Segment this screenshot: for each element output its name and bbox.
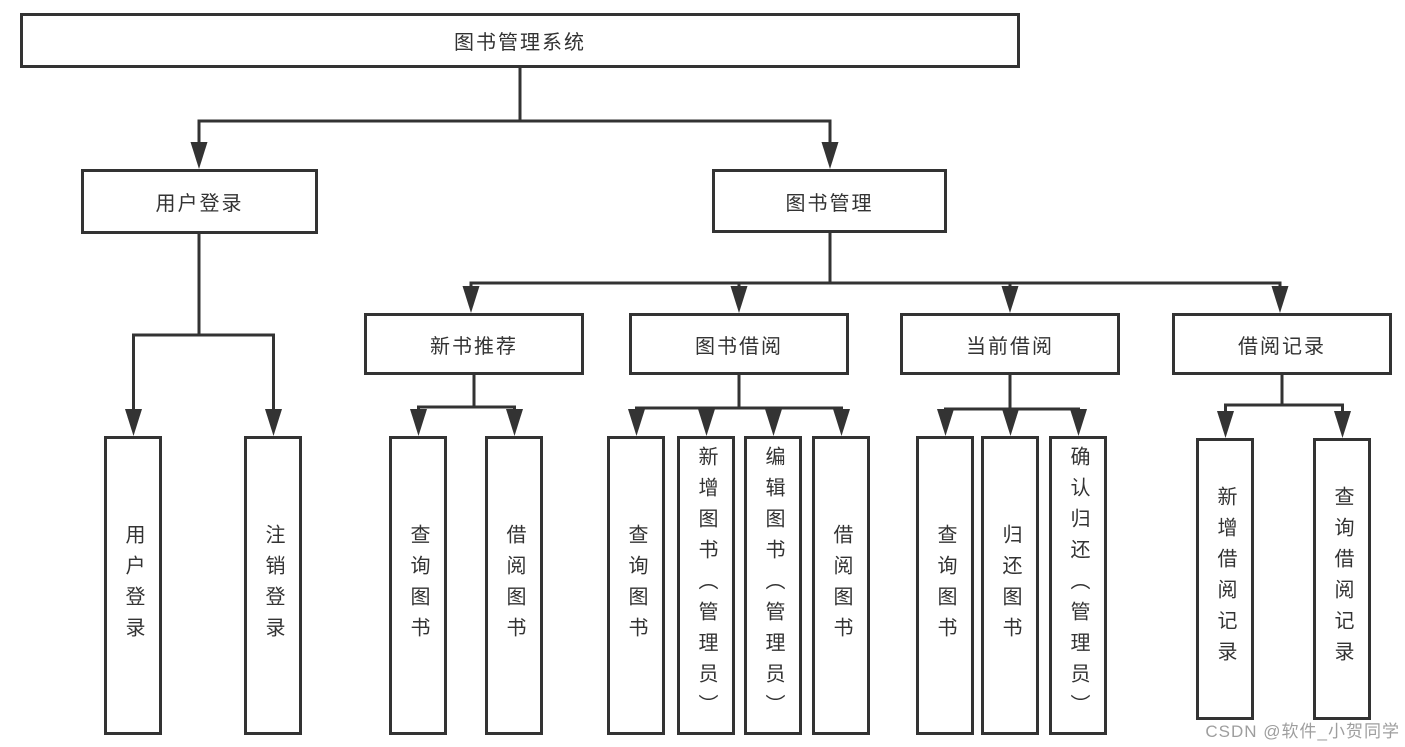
leaf-add-books-admin: 新增图书（管理员） xyxy=(677,436,735,735)
leaf-edit-books-admin: 编辑图书（管理员） xyxy=(744,436,802,735)
leaf-borrow-books: 借阅图书 xyxy=(485,436,543,735)
leaf-borrow-books-2: 借阅图书 xyxy=(812,436,870,735)
csdn-watermark: CSDN @软件_小贺同学 xyxy=(1205,722,1400,741)
node-library-management-system: 图书管理系统 xyxy=(20,13,1020,68)
leaf-confirm-return-admin: 确认归还（管理员） xyxy=(1049,436,1107,735)
leaf-query-books-2: 查询图书 xyxy=(607,436,665,735)
node-current-borrowing: 当前借阅 xyxy=(900,313,1120,375)
node-book-borrowing: 图书借阅 xyxy=(629,313,849,375)
leaf-query-borrow-record: 查询借阅记录 xyxy=(1313,438,1371,720)
node-borrowing-records: 借阅记录 xyxy=(1172,313,1392,375)
leaf-query-books-3: 查询图书 xyxy=(916,436,974,735)
leaf-logout: 注销登录 xyxy=(244,436,302,735)
arrowheads xyxy=(125,142,1351,438)
node-user-login: 用户登录 xyxy=(81,169,318,234)
leaf-user-login: 用户登录 xyxy=(104,436,162,735)
leaf-add-borrow-record: 新增借阅记录 xyxy=(1196,438,1254,720)
leaf-query-books: 查询图书 xyxy=(389,436,447,735)
node-book-management: 图书管理 xyxy=(712,169,947,233)
node-new-book-recommendation: 新书推荐 xyxy=(364,313,584,375)
leaf-return-books: 归还图书 xyxy=(981,436,1039,735)
